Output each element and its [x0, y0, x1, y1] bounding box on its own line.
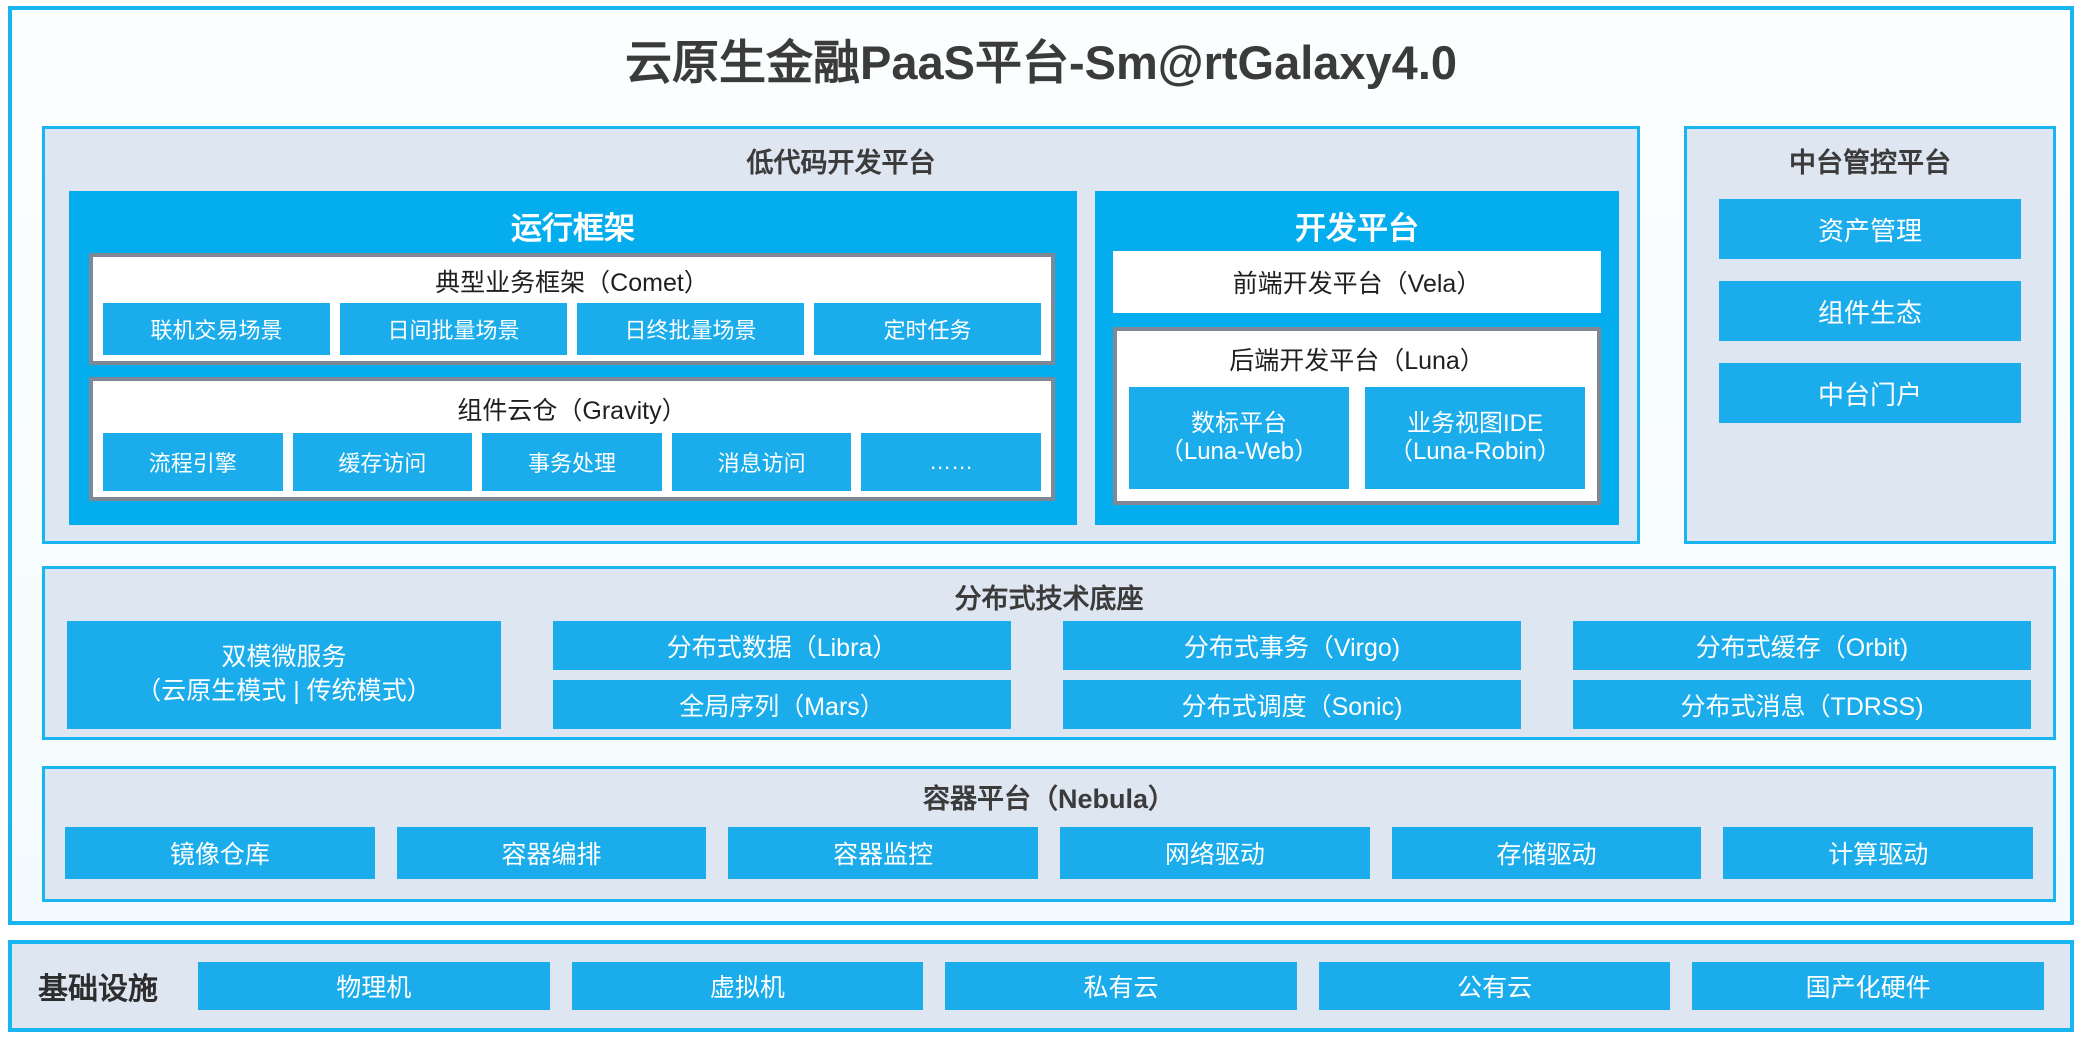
distributed-tile-microservice[interactable]: 双模微服务 （云原生模式 | 传统模式）: [67, 621, 501, 729]
luna-item-web-code: （Luna-Web）: [1159, 438, 1319, 465]
container-item-network-driver[interactable]: 网络驱动: [1060, 827, 1370, 879]
midend-control-title: 中台管控平台: [1789, 148, 1951, 178]
distributed-column-microservice: 双模微服务 （云原生模式 | 传统模式）: [67, 621, 501, 729]
container-item-storage-driver[interactable]: 存储驱动: [1391, 827, 1702, 879]
luna-title: 后端开发平台（Luna）: [1229, 347, 1485, 375]
infrastructure-panel: 基础设施 物理机 虚拟机 私有云 公有云 国产化硬件: [8, 940, 2074, 1032]
luna-item-robin[interactable]: 业务视图IDE （Luna-Robin）: [1365, 387, 1585, 489]
gravity-item[interactable]: 消息访问: [671, 433, 852, 491]
vela-group[interactable]: 前端开发平台（Vela）: [1113, 251, 1601, 313]
distributed-tile-grid: 双模微服务 （云原生模式 | 传统模式） 分布式数据（Libra） 全局序列（M…: [67, 621, 2031, 729]
midend-control-panel: 中台管控平台 资产管理 组件生态 中台门户: [1684, 126, 2056, 544]
container-platform-panel: 容器平台（Nebula） 镜像仓库 容器编排 容器监控 网络驱动 存储驱动 计算…: [42, 766, 2056, 902]
distributed-tile-virgo[interactable]: 分布式事务（Virgo): [1063, 621, 1521, 670]
lowcode-platform-title: 低代码开发平台: [746, 148, 936, 178]
dev-platform-title: 开发平台: [1295, 211, 1419, 246]
luna-item-row: 数标平台 （Luna-Web） 业务视图IDE （Luna-Robin）: [1129, 387, 1585, 489]
lowcode-platform-panel: 低代码开发平台 运行框架 典型业务框架（Comet） 联机交易场景 日间批量场景…: [42, 126, 1640, 544]
infrastructure-item-private-cloud[interactable]: 私有云: [945, 962, 1297, 1010]
midend-item-component[interactable]: 组件生态: [1719, 281, 2021, 341]
microservice-line2: （云原生模式 | 传统模式）: [136, 677, 432, 705]
luna-group: 后端开发平台（Luna） 数标平台 （Luna-Web） 业务视图IDE （Lu…: [1113, 327, 1601, 505]
distributed-tile-tdrss[interactable]: 分布式消息（TDRSS): [1573, 680, 2031, 729]
gravity-item[interactable]: 事务处理: [482, 433, 662, 491]
luna-item-web-name: 数标平台: [1191, 409, 1287, 437]
container-item-compute-driver[interactable]: 计算驱动: [1723, 827, 2034, 879]
distributed-column-data: 分布式数据（Libra） 全局序列（Mars）: [553, 621, 1011, 729]
distributed-tile-mars[interactable]: 全局序列（Mars）: [553, 680, 1011, 729]
container-item-row: 镜像仓库 容器编排 容器监控 网络驱动 存储驱动 计算驱动: [65, 827, 2034, 879]
main-frame: 云原生金融PaaS平台-Sm@rtGalaxy4.0 低代码开发平台 运行框架 …: [8, 6, 2074, 925]
infrastructure-label: 基础设施: [38, 973, 158, 1006]
comet-item[interactable]: 日终批量场景: [577, 303, 804, 355]
vela-title: 前端开发平台（Vela）: [1232, 270, 1482, 298]
comet-item[interactable]: 定时任务: [814, 303, 1041, 355]
runtime-framework-block: 运行框架 典型业务框架（Comet） 联机交易场景 日间批量场景 日终批量场景 …: [69, 191, 1077, 525]
runtime-framework-title: 运行框架: [511, 211, 635, 246]
distributed-tile-libra[interactable]: 分布式数据（Libra）: [553, 621, 1011, 670]
comet-item-row: 联机交易场景 日间批量场景 日终批量场景 定时任务: [103, 303, 1041, 355]
gravity-item-row: 流程引擎 缓存访问 事务处理 消息访问 ……: [103, 433, 1041, 491]
luna-item-robin-code: （Luna-Robin）: [1388, 438, 1562, 465]
gravity-item[interactable]: 流程引擎: [103, 433, 283, 491]
container-item-monitoring[interactable]: 容器监控: [728, 827, 1039, 879]
comet-item[interactable]: 联机交易场景: [103, 303, 330, 355]
gravity-title: 组件云仓（Gravity）: [457, 397, 687, 425]
comet-group: 典型业务框架（Comet） 联机交易场景 日间批量场景 日终批量场景 定时任务: [89, 253, 1055, 365]
infrastructure-item-row: 物理机 虚拟机 私有云 公有云 国产化硬件: [198, 962, 2044, 1010]
container-platform-title: 容器平台（Nebula）: [922, 784, 1176, 814]
infrastructure-item-domestic-hardware[interactable]: 国产化硬件: [1692, 962, 2044, 1010]
infrastructure-item-virtual[interactable]: 虚拟机: [571, 962, 924, 1010]
container-item-image-repo[interactable]: 镜像仓库: [65, 827, 375, 879]
page-title: 云原生金融PaaS平台-Sm@rtGalaxy4.0: [624, 36, 1458, 89]
comet-title: 典型业务框架（Comet）: [435, 269, 709, 297]
midend-item-portal[interactable]: 中台门户: [1719, 363, 2021, 423]
gravity-item[interactable]: 缓存访问: [292, 433, 473, 491]
infrastructure-item-public-cloud[interactable]: 公有云: [1318, 962, 1671, 1010]
container-item-orchestration[interactable]: 容器编排: [396, 827, 707, 879]
luna-item-web[interactable]: 数标平台 （Luna-Web）: [1129, 387, 1349, 489]
dev-platform-block: 开发平台 前端开发平台（Vela） 后端开发平台（Luna） 数标平台 （Lun…: [1095, 191, 1619, 525]
luna-item-robin-name: 业务视图IDE: [1406, 409, 1543, 437]
distributed-foundation-panel: 分布式技术底座 双模微服务 （云原生模式 | 传统模式） 分布式数据（Libra…: [42, 566, 2056, 740]
distributed-tile-sonic[interactable]: 分布式调度（Sonic): [1063, 680, 1521, 729]
distributed-tile-orbit[interactable]: 分布式缓存（Orbit): [1573, 621, 2031, 670]
infrastructure-item-physical[interactable]: 物理机: [198, 962, 550, 1010]
microservice-line1: 双模微服务: [221, 643, 347, 672]
comet-item[interactable]: 日间批量场景: [340, 303, 567, 355]
distributed-column-transaction: 分布式事务（Virgo) 分布式调度（Sonic): [1063, 621, 1521, 729]
gravity-item-more[interactable]: ……: [861, 433, 1041, 491]
distributed-foundation-title: 分布式技术底座: [954, 584, 1144, 614]
midend-item-asset[interactable]: 资产管理: [1719, 199, 2021, 259]
gravity-group: 组件云仓（Gravity） 流程引擎 缓存访问 事务处理 消息访问 ……: [89, 377, 1055, 501]
midend-item-list: 资产管理 组件生态 中台门户: [1719, 199, 2021, 423]
distributed-column-cache: 分布式缓存（Orbit) 分布式消息（TDRSS): [1573, 621, 2031, 729]
